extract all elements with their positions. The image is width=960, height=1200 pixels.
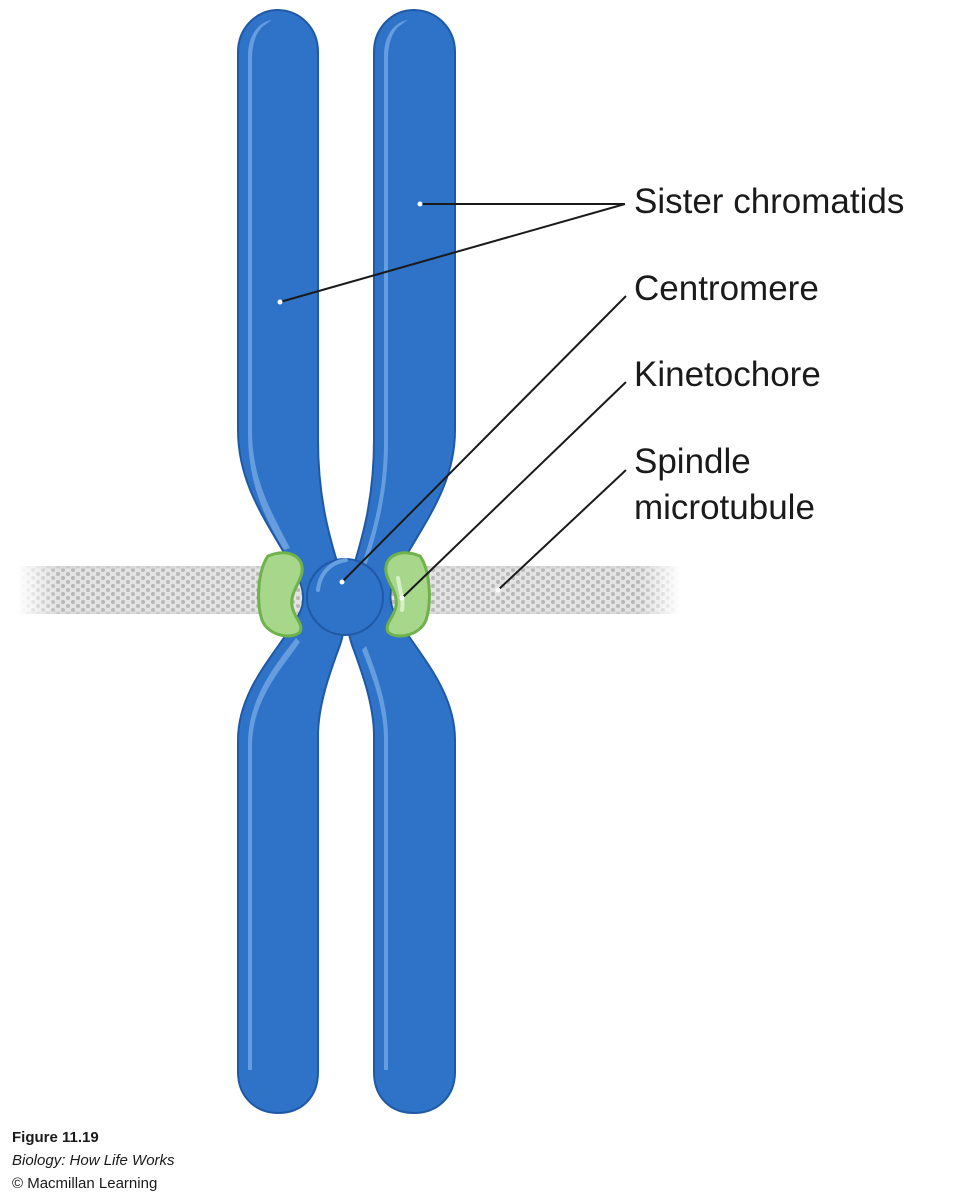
leader-line-centromere (341, 295, 627, 583)
copyright-notice: © Macmillan Learning (12, 1175, 158, 1192)
book-title: Biology: How Life Works (12, 1152, 175, 1169)
leader-line-spindle-microtubule (497, 469, 627, 591)
leader-line-sister-chromatids-left (279, 203, 626, 303)
leader-line-kinetochore (401, 381, 627, 599)
centromere (306, 558, 384, 636)
leader-lines (279, 203, 627, 599)
leader-dots (277, 201, 501, 601)
label-kinetochore: Kinetochore (634, 355, 821, 394)
label-spindle-microtubule-line2: microtubule (634, 488, 815, 527)
label-spindle-microtubule-line1: Spindle (634, 442, 751, 481)
kinetochore-right (384, 551, 431, 638)
label-centromere: Centromere (634, 269, 819, 308)
label-sister-chromatids: Sister chromatids (634, 182, 905, 221)
figure-number: Figure 11.19 (12, 1129, 99, 1146)
kinetochore-left (257, 551, 304, 638)
